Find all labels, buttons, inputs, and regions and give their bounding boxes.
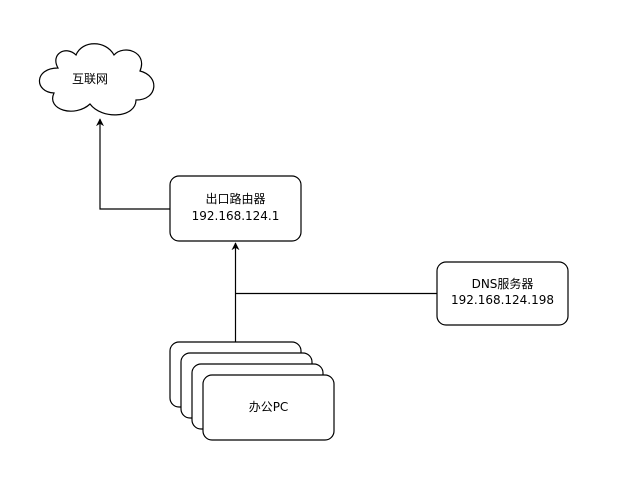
cloud-shape	[38, 43, 155, 116]
router-label: 出口路由器	[205, 191, 265, 206]
dns-server-label: DNS服务器	[472, 276, 534, 291]
pc-stack-layer-4	[202, 374, 335, 441]
router-ip: 192.168.124.1	[192, 209, 280, 223]
router-to-internet-connector	[96, 118, 170, 210]
internet-cloud[interactable]: 互联网	[38, 43, 155, 116]
internet-label: 互联网	[72, 72, 108, 86]
office-pc-stack[interactable]: 办公PC	[169, 341, 335, 441]
dns-server-ip: 192.168.124.198	[451, 293, 554, 307]
dns-server-node[interactable]: DNS服务器 192.168.124.198	[436, 261, 569, 326]
router-node[interactable]: 出口路由器 192.168.124.1	[169, 175, 302, 242]
office-pc-label: 办公PC	[249, 399, 289, 414]
